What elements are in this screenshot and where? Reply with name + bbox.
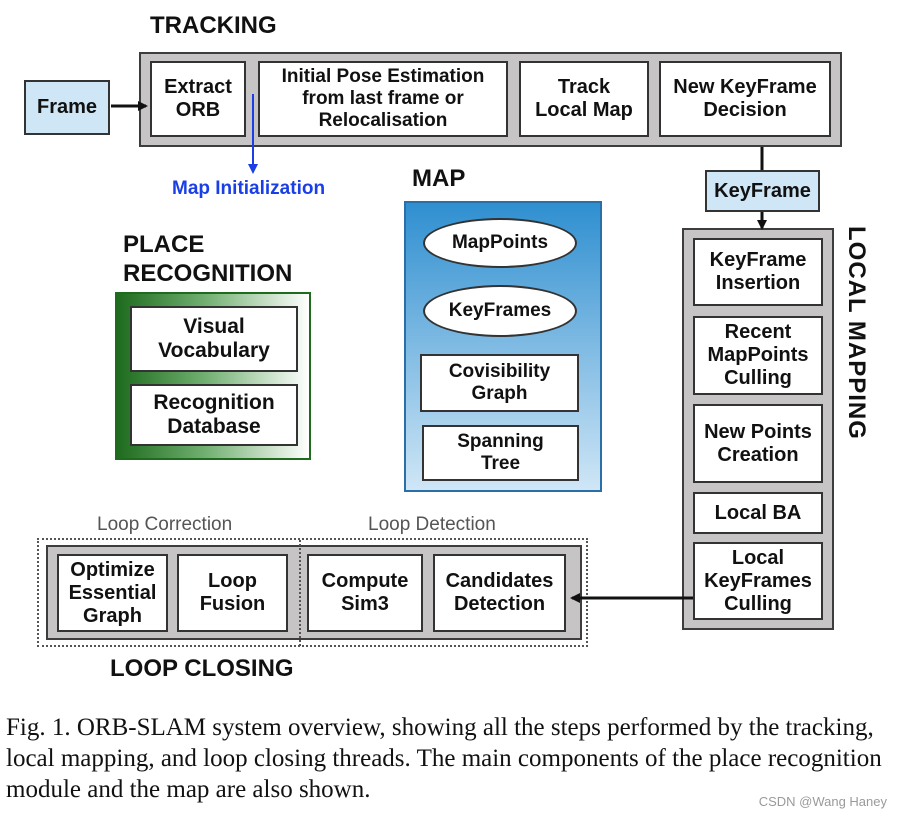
keyframe-insertion-box: KeyFrame Insertion — [693, 238, 823, 306]
optimize-essential-graph-box: Optimize Essential Graph — [57, 554, 168, 632]
recognition-database-box: Recognition Database — [130, 384, 298, 446]
keyframes-oval: KeyFrames — [423, 285, 577, 337]
place-title-line2: RECOGNITION — [123, 260, 293, 287]
place-title-line1: PLACE — [123, 231, 205, 258]
keyframe-box: KeyFrame — [705, 170, 820, 212]
visual-vocabulary-box: Visual Vocabulary — [130, 306, 298, 372]
recent-mappoints-culling-box: Recent MapPoints Culling — [693, 316, 823, 395]
loop-fusion-box: Loop Fusion — [177, 554, 288, 632]
loop-closing-outer — [37, 538, 588, 647]
map-title: MAP — [412, 165, 466, 192]
connection-arrows — [111, 94, 767, 603]
local-keyframes-culling-box: Local KeyFrames Culling — [693, 542, 823, 620]
new-keyframe-decision-box: New KeyFrame Decision — [659, 61, 831, 137]
loop-detection-label: Loop Detection — [368, 514, 496, 535]
loop-correction-label: Loop Correction — [97, 514, 233, 535]
new-points-creation-box: New Points Creation — [693, 404, 823, 483]
local-ba-box: Local BA — [693, 492, 823, 534]
loop-closing-title: LOOP CLOSING — [110, 655, 294, 682]
track-local-map-box: Track Local Map — [519, 61, 649, 137]
spanning-tree-box: Spanning Tree — [422, 425, 579, 481]
extract-orb-box: Extract ORB — [150, 61, 246, 137]
covisibility-graph-box: Covisibility Graph — [420, 354, 579, 412]
loop-closing-divider — [299, 540, 301, 646]
figure-caption: Fig. 1. ORB-SLAM system overview, showin… — [6, 714, 882, 803]
local-mapping-title: LOCAL MAPPING — [843, 226, 870, 440]
tracking-title: TRACKING — [150, 12, 277, 39]
mappoints-oval: MapPoints — [423, 218, 577, 268]
initial-pose-box: Initial Pose Estimation from last frame … — [258, 61, 508, 137]
candidates-detection-box: Candidates Detection — [433, 554, 566, 632]
map-initialization-label: Map Initialization — [172, 178, 326, 199]
frame-box: Frame — [24, 80, 110, 135]
compute-sim3-box: Compute Sim3 — [307, 554, 423, 632]
orb-slam-diagram: TRACKING Frame Extract ORB Initial Pose … — [24, 12, 870, 682]
watermark: CSDN @Wang Haney — [758, 794, 887, 809]
